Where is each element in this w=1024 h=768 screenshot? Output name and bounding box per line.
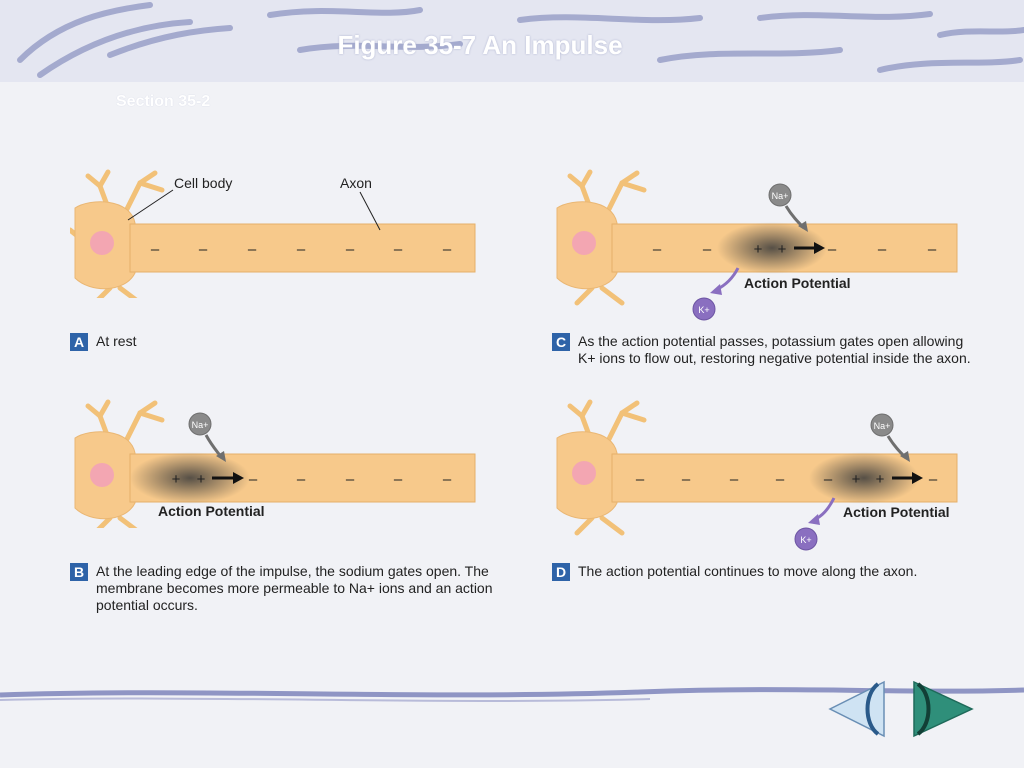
panel-d-text: The action potential continues to move a… [578, 563, 918, 579]
charge-minus: – [151, 241, 160, 258]
direction-arrow [794, 242, 825, 254]
charge-plus: + [876, 471, 885, 488]
action-potential-label: Action Potential [158, 503, 265, 519]
charge-minus: – [297, 241, 306, 258]
nucleus [572, 461, 596, 485]
chevron-left-icon [828, 680, 885, 738]
charge-minus: – [653, 241, 662, 258]
panel-c-text: As the action potential passes, potassiu… [578, 333, 971, 366]
charge-minus: – [824, 471, 833, 488]
panel-c: – – + + – – – Na+ K+ Action Potential C … [552, 168, 982, 398]
panel-letter-c: C [552, 333, 570, 351]
panel-b: + + – – – – – Na+ Action Potential B At … [70, 398, 500, 628]
neuron-cell-body [70, 169, 165, 298]
charge-minus: – [394, 471, 403, 488]
svg-text:Na+: Na+ [192, 420, 209, 430]
svg-text:Na+: Na+ [874, 421, 891, 431]
neuron-cell-body [556, 399, 647, 536]
action-potential-region [717, 222, 827, 274]
na-ion: Na+ [188, 412, 226, 462]
charge-minus: – [730, 471, 739, 488]
action-potential-region [130, 452, 250, 504]
charge-minus: – [248, 241, 257, 258]
cell-body-label: Cell body [174, 175, 232, 191]
panel-a-diagram: – – – – – – – Cell body Axon [70, 169, 476, 298]
section-label: Section 35-2 [116, 93, 211, 110]
panel-c-caption: C As the action potential passes, potass… [552, 333, 982, 367]
panel-a-text: At rest [96, 333, 137, 349]
action-potential-region [809, 452, 919, 504]
charge-plus: + [852, 471, 861, 488]
axon-label: Axon [340, 175, 372, 191]
cell-body-leader [127, 189, 174, 221]
chevron-right-icon [913, 680, 974, 738]
charge-minus: – [346, 241, 355, 258]
charge-minus: – [394, 241, 403, 258]
neuron-cell-body [556, 169, 647, 306]
charge-minus: – [249, 471, 258, 488]
charge-minus: – [636, 471, 645, 488]
panel-c-diagram: – – + + – – – Na+ K+ Action Potential [556, 169, 958, 321]
charge-minus: – [878, 241, 887, 258]
charge-minus: – [776, 471, 785, 488]
charge-minus: – [929, 471, 938, 488]
svg-text:Na+: Na+ [772, 191, 789, 201]
na-ion: Na+ [768, 183, 808, 232]
direction-arrow [892, 472, 923, 484]
panel-b-text: At the leading edge of the impulse, the … [96, 563, 493, 613]
action-potential-label: Action Potential [843, 504, 950, 520]
panel-letter-d: D [552, 563, 570, 581]
next-slide-button[interactable] [910, 678, 976, 740]
charge-minus: – [682, 471, 691, 488]
slide-title: Figure 35-7 An Impulse [337, 30, 623, 60]
charge-minus: – [443, 241, 452, 258]
axon [129, 223, 476, 273]
axon-leader [359, 191, 381, 231]
panel-b-caption: B At the leading edge of the impulse, th… [70, 563, 500, 614]
charge-plus: + [754, 241, 763, 258]
action-potential-label: Action Potential [744, 275, 851, 291]
charge-plus: + [778, 241, 787, 258]
panel-letter-a: A [70, 333, 88, 351]
charge-plus: + [172, 471, 181, 488]
nucleus [90, 231, 114, 255]
panel-d: – – – – – + + – Na+ K+ Action Potential … [552, 398, 982, 628]
svg-text:K+: K+ [698, 305, 709, 315]
panel-d-diagram: – – – – – + + – Na+ K+ Action Potential [556, 399, 958, 551]
charge-minus: – [346, 471, 355, 488]
k-ion: K+ [794, 497, 836, 551]
panel-d-caption: D The action potential continues to move… [552, 563, 982, 581]
panel-a: – – – – – – – Cell body Axon A At rest [70, 168, 500, 398]
panel-a-caption: A At rest [70, 333, 500, 351]
prev-slide-button[interactable] [826, 678, 888, 740]
panel-b-diagram: + + – – – – – Na+ Action Potential [74, 399, 476, 528]
nucleus [572, 231, 596, 255]
direction-arrow [212, 472, 244, 484]
charge-minus: – [443, 471, 452, 488]
k-ion: K+ [692, 267, 740, 321]
panel-letter-b: B [70, 563, 88, 581]
charge-minus: – [928, 241, 937, 258]
charge-plus: + [197, 471, 206, 488]
charge-minus: – [297, 471, 306, 488]
charge-minus: – [199, 241, 208, 258]
neuron-cell-body [74, 399, 165, 528]
charge-minus: – [828, 241, 837, 258]
nucleus [90, 463, 114, 487]
svg-text:K+: K+ [800, 535, 811, 545]
charge-minus: – [703, 241, 712, 258]
na-ion: Na+ [870, 413, 910, 462]
